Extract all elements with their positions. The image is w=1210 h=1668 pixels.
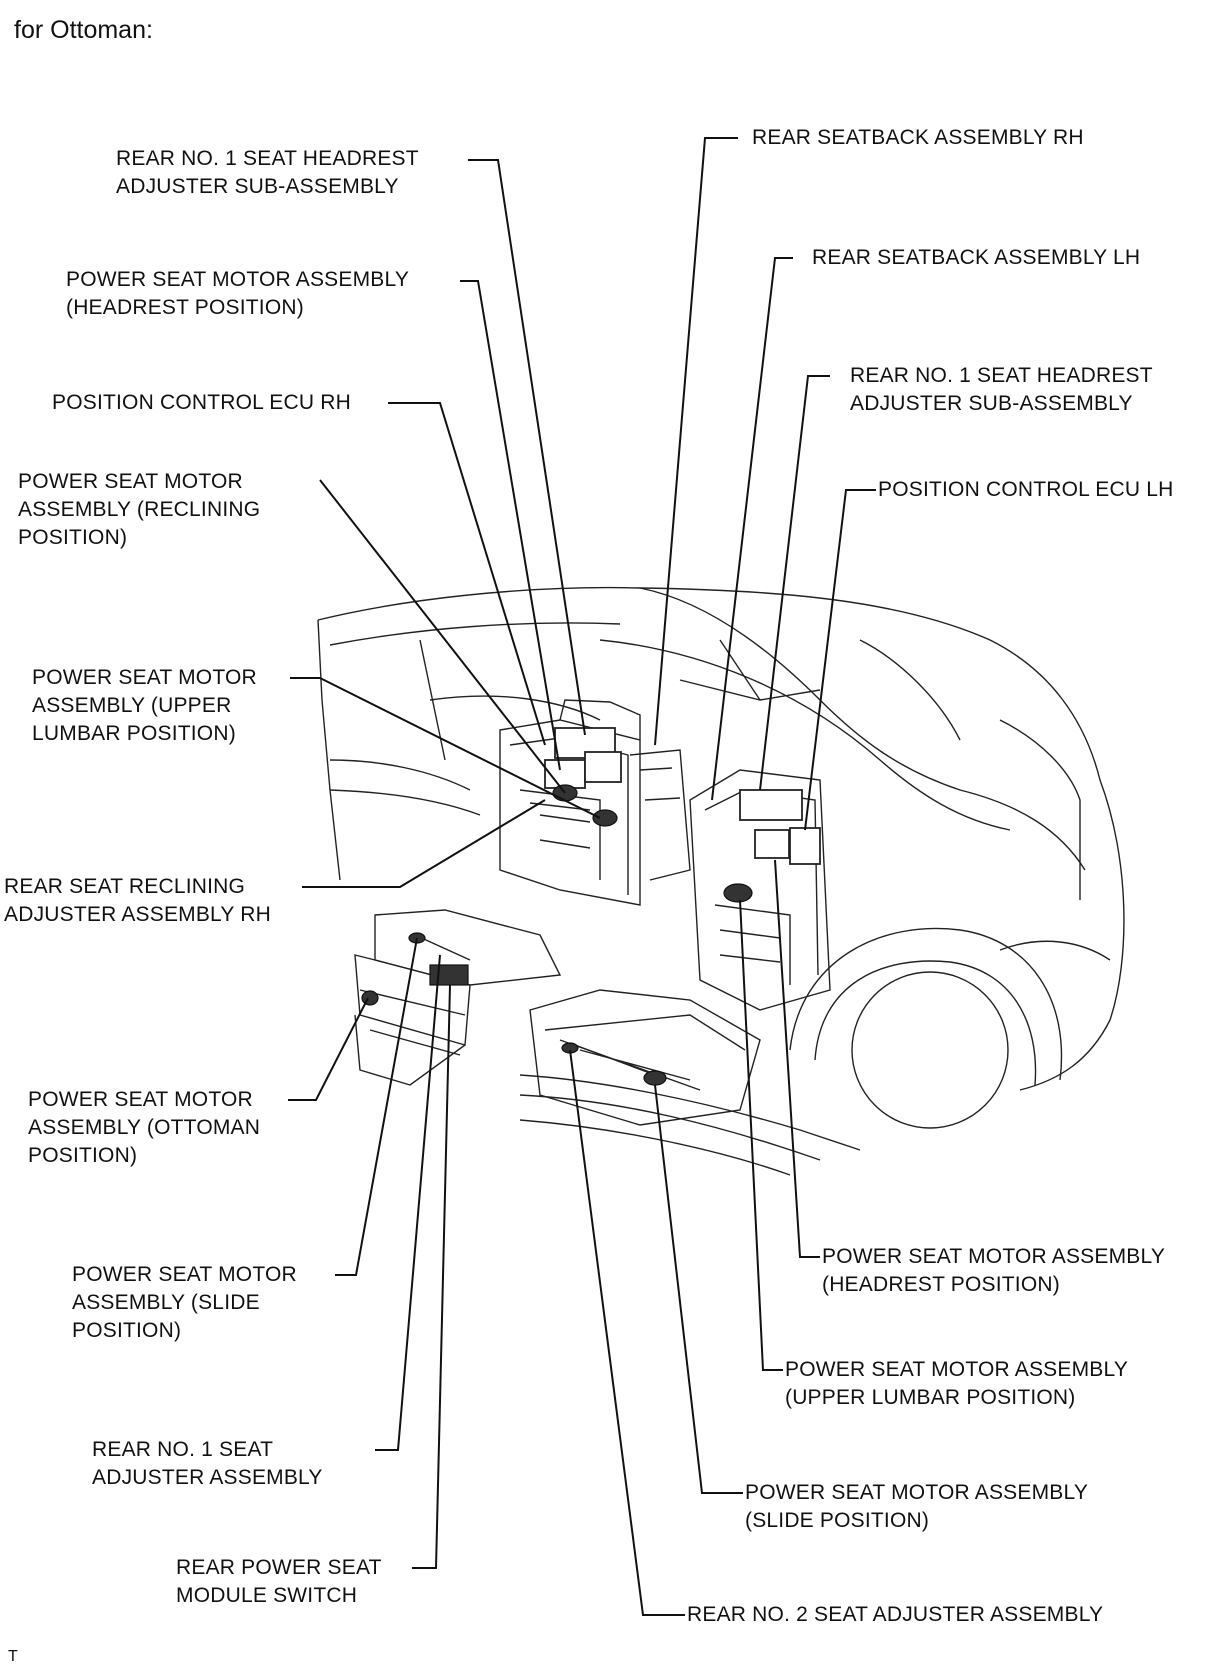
label-power-seat-motor-headrest-lh: POWER SEAT MOTOR ASSEMBLY (HEADREST POSI… [822, 1245, 1166, 1296]
headrest-motor-lh-part [754, 829, 790, 859]
car-body-outline [317, 586, 1125, 1176]
label-power-seat-motor-slide-right: POWER SEAT MOTOR ASSEMBLY (SLIDE POSITIO… [745, 1481, 1089, 1532]
label-rear-no1-headrest-adjuster-rh: REAR NO. 1 SEAT HEADREST ADJUSTER SUB-AS… [116, 147, 419, 198]
label-rear-no2-seat-adjuster: REAR NO. 2 SEAT ADJUSTER ASSEMBLY [687, 1603, 1104, 1626]
label-rear-seatback-rh: REAR SEATBACK ASSEMBLY RH [752, 126, 1084, 149]
center-console [629, 749, 691, 881]
label-power-seat-motor-upper-lumbar-lh: POWER SEAT MOTOR ASSEMBLY (UPPER LUMBAR … [785, 1358, 1129, 1409]
label-power-seat-motor-ottoman: POWER SEAT MOTOR ASSEMBLY (OTTOMAN POSIT… [28, 1088, 261, 1167]
seatback-lh [689, 769, 831, 1011]
seat-cushion-lh [529, 989, 761, 1126]
label-position-control-ecu-lh: POSITION CONTROL ECU LH [878, 478, 1174, 501]
footer-mark: T [8, 1648, 18, 1665]
module-switch-part [429, 964, 469, 986]
upper-lumbar-motor-lh-part [723, 883, 753, 903]
leader-lines [288, 137, 876, 1616]
label-rear-seat-reclining-adjuster-rh: REAR SEAT RECLINING ADJUSTER ASSEMBLY RH [4, 875, 271, 926]
label-power-seat-motor-reclining: POWER SEAT MOTOR ASSEMBLY (RECLINING POS… [18, 470, 261, 549]
ecu-rh-part [584, 751, 622, 783]
label-rear-no1-seat-adjuster: REAR NO. 1 SEAT ADJUSTER ASSEMBLY [92, 1438, 323, 1489]
ecu-lh-part [789, 827, 821, 865]
label-position-control-ecu-rh: POSITION CONTROL ECU RH [52, 391, 352, 414]
label-rear-no1-headrest-adjuster-lh: REAR NO. 1 SEAT HEADREST ADJUSTER SUB-AS… [850, 364, 1153, 415]
label-power-seat-motor-upper-lumbar-rh: POWER SEAT MOTOR ASSEMBLY (UPPER LUMBAR … [32, 666, 257, 745]
label-rear-power-seat-module-switch: REAR POWER SEAT MODULE SWITCH [176, 1556, 382, 1607]
slide-motor-lh-part [643, 1070, 667, 1086]
upper-lumbar-motor-rh-part [592, 809, 618, 827]
headrest-adjuster-lh-part [739, 789, 803, 821]
seat-cushion-rh [354, 909, 562, 1086]
page-title: for Ottoman: [14, 16, 153, 44]
label-rear-seatback-lh: REAR SEATBACK ASSEMBLY LH [812, 246, 1141, 269]
label-power-seat-motor-slide-left: POWER SEAT MOTOR ASSEMBLY (SLIDE POSITIO… [72, 1263, 297, 1342]
label-power-seat-motor-headrest-rh: POWER SEAT MOTOR ASSEMBLY (HEADREST POSI… [66, 268, 410, 319]
